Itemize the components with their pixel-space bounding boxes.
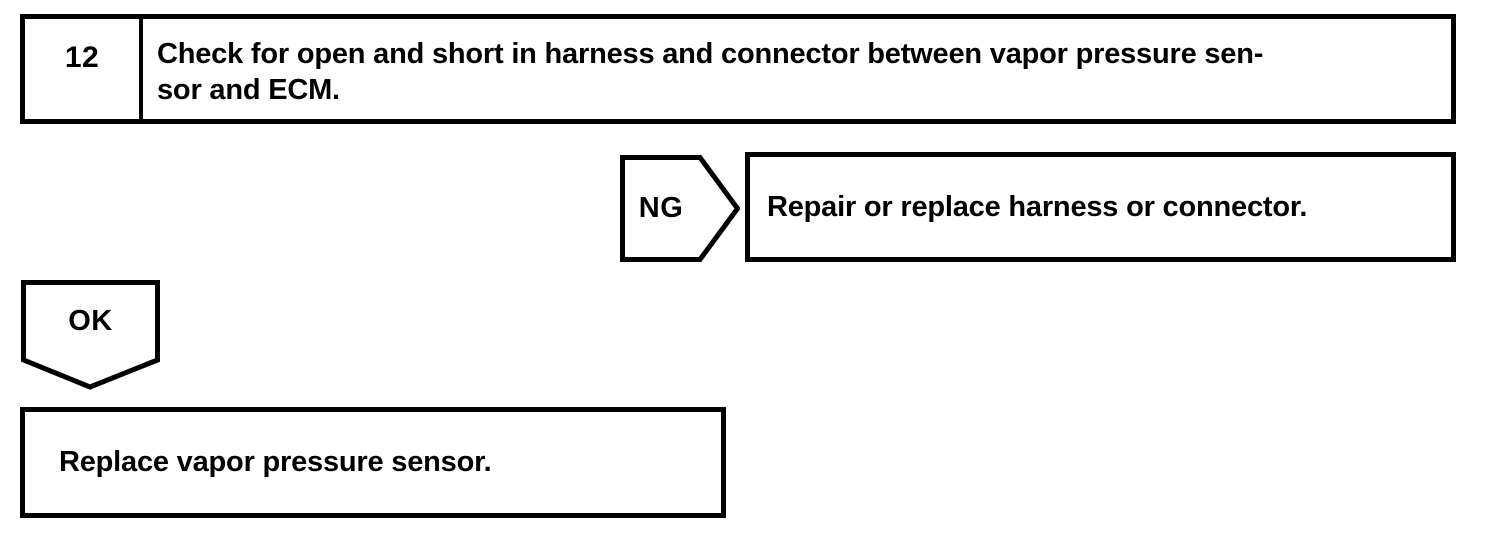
ok-pentagon-down-icon: [21, 280, 160, 390]
ok-action-text: Replace vapor pressure sensor.: [59, 446, 492, 478]
ng-pentagon-right-icon: [620, 155, 740, 262]
step-number-cell: 12: [25, 19, 143, 119]
ng-action-box: Repair or replace harness or connector.: [745, 152, 1456, 262]
ok-connector-label: OK: [68, 304, 113, 337]
step-instruction-line-2: sor and ECM.: [157, 74, 340, 106]
step-instruction-line-1: Check for open and short in harness and …: [157, 38, 1264, 70]
ok-action-box: Replace vapor pressure sensor.: [20, 407, 726, 518]
step-box: 12 Check for open and short in harness a…: [20, 14, 1456, 124]
step-instruction: Check for open and short in harness and …: [143, 19, 1451, 119]
step-number: 12: [64, 41, 100, 74]
ng-action-text: Repair or replace harness or connector.: [767, 190, 1308, 223]
ng-connector-label: NG: [638, 192, 684, 224]
